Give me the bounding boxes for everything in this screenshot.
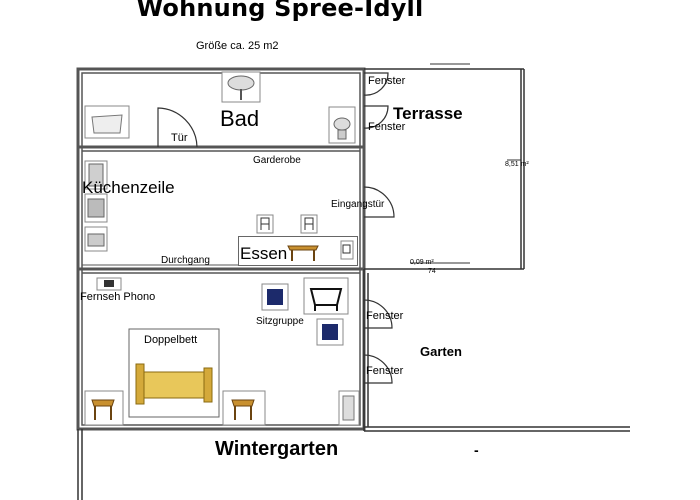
chair-icon [340, 240, 354, 260]
room-label-bad: Bad [220, 106, 260, 131]
room-label-garten: Garten [420, 344, 462, 359]
window-arc-3 [363, 299, 393, 329]
toilet-icon [328, 106, 356, 144]
plan-title: Wohnung Spree-Idyll [136, 0, 424, 22]
dishwasher-icon [84, 226, 108, 252]
label-fernseh-phono: Fernseh Phono [80, 291, 156, 303]
armchair-icon [261, 283, 289, 311]
room-label-kuechenzeile: Küchenzeile [82, 178, 175, 197]
tv-icon [96, 277, 122, 291]
wintergarten-outline [77, 269, 630, 500]
armchair-icon [316, 318, 344, 346]
sink-icon [221, 71, 261, 103]
window-arc-1 [363, 72, 389, 96]
label-tuer: Tür [171, 132, 188, 144]
window-arc-2 [363, 105, 389, 129]
wardrobe-icon [338, 390, 360, 426]
label-fenster-1: Fenster [368, 75, 406, 87]
room-label-essen: Essen [240, 244, 288, 263]
window-arc-4 [363, 354, 393, 384]
label-sitzgruppe: Sitzgruppe [256, 316, 304, 327]
apartment-walls [76, 67, 366, 431]
label-garderobe: Garderobe [253, 155, 301, 166]
bathroom-door [157, 107, 198, 148]
terrace-outline [364, 68, 525, 270]
label-fenster-4: Fenster [366, 365, 404, 377]
nightstand-icon [222, 390, 266, 426]
terrace-area-measurement: 8,51 m² [505, 161, 529, 168]
chair-icon [256, 214, 274, 234]
plan-subtitle: Größe ca. 25 m2 [196, 40, 279, 52]
label-eingangstuer: Eingangstür [331, 199, 385, 210]
bed-icon [128, 328, 220, 418]
table-icon [286, 240, 320, 262]
bathtub-icon [84, 105, 130, 139]
label-durchgang: Durchgang [161, 255, 210, 266]
stove-icon [84, 193, 108, 223]
label-doppelbett: Doppelbett [144, 334, 198, 346]
wintergarten-mark: - [474, 442, 479, 458]
terrace-bottom-measurement: 0,09 m² [410, 259, 434, 266]
terrace-bottom-sub: 74 [428, 268, 436, 275]
room-label-wintergarten: Wintergarten [215, 438, 339, 460]
room-label-terrasse: Terrasse [393, 104, 463, 123]
entrance-door [363, 186, 395, 218]
label-fenster-3: Fenster [366, 310, 404, 322]
dining-area-frame [238, 236, 358, 266]
coffee-table-icon [303, 277, 349, 315]
label-fenster-2: Fenster [368, 121, 406, 133]
fridge-icon [84, 160, 108, 190]
chair-icon [300, 214, 318, 234]
nightstand-icon [84, 390, 124, 426]
